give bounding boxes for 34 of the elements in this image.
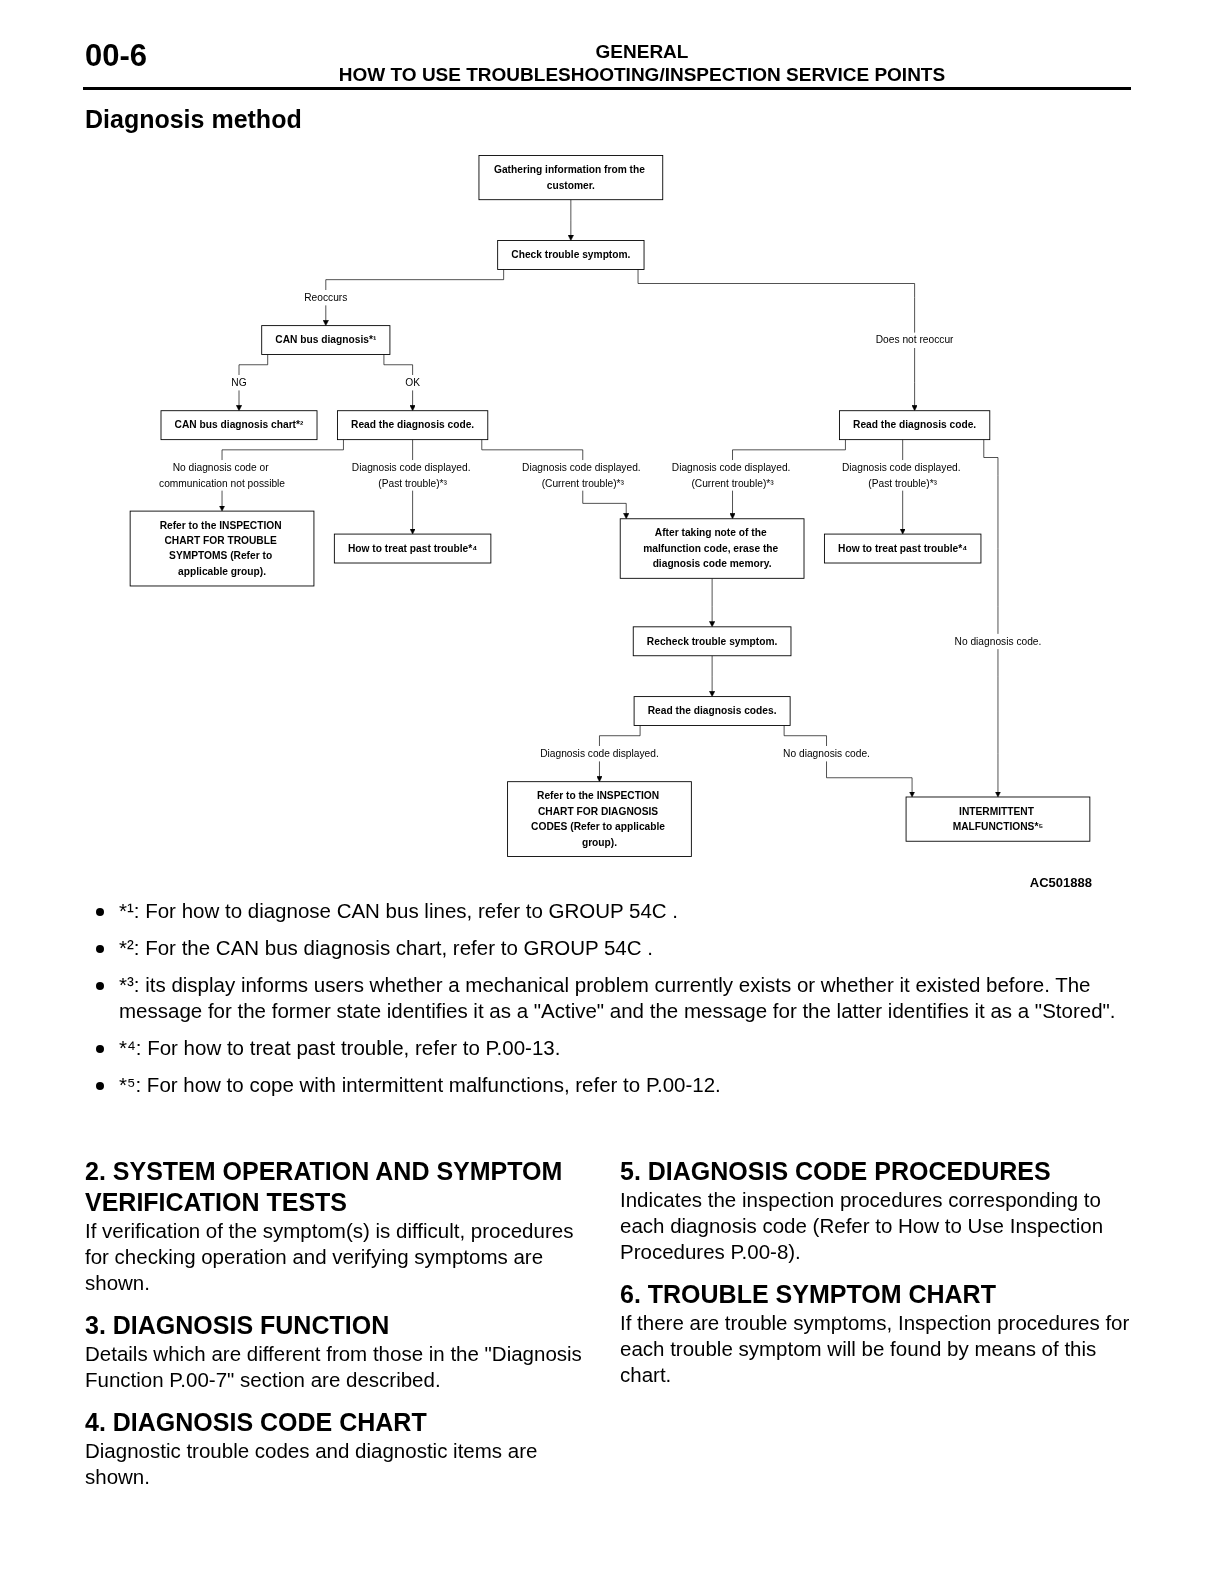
- diagram-title: Diagnosis method: [85, 105, 302, 134]
- section-heading: 4. DIAGNOSIS CODE CHART: [85, 1407, 428, 1438]
- section-heading: 5. DIAGNOSIS CODE PROCEDURES: [620, 1156, 1052, 1187]
- page-number: 00-6: [85, 38, 148, 74]
- process-box: Read the diagnosis codes.: [633, 696, 791, 726]
- process-box: Read the diagnosis code.: [337, 410, 489, 441]
- process-box: CAN bus diagnosis*¹: [261, 325, 391, 355]
- process-box: Refer to the INSPECTION CHART FOR DIAGNOSIS CODES (Refer to applicable group).: [507, 781, 692, 857]
- process-box: How to treat past trouble*⁴: [824, 533, 982, 564]
- footnote-text: *⁴: For how to treat past trouble, refer to P.00-13.: [119, 1035, 561, 1061]
- header-title: GENERAL: [595, 40, 689, 63]
- process-box: Recheck trouble symptom.: [632, 626, 792, 657]
- figure-code: AC501888: [1029, 875, 1092, 890]
- process-box: Check trouble symptom.: [497, 240, 645, 270]
- footnote-text: *²: For the CAN bus diagnosis chart, refer to GROUP 54C .: [119, 935, 653, 961]
- section-text: Diagnostic trouble codes and diagnostic items are shown.: [85, 1438, 539, 1490]
- section-heading: 3. DIAGNOSIS FUNCTION: [85, 1310, 391, 1341]
- section-text: If there are trouble symptoms, Inspection procedures for each trouble symptom will be found by means of this chart.: [620, 1310, 1131, 1388]
- process-box: Gathering information from the customer.: [478, 155, 664, 201]
- footnote-text: *³: its display informs users whether a mechanical problem currently exists or whether it existed before. The message for the former state identifies it as a "Active" and the message for the latter identifies it as a "Stored".: [119, 972, 1117, 1024]
- footnote-text: *¹: For how to diagnose CAN bus lines, refer to GROUP 54C .: [119, 898, 679, 924]
- process-box: Refer to the INSPECTION CHART FOR TROUBLE SYMPTOMS (Refer to applicable group).: [129, 510, 315, 587]
- process-box: Read the diagnosis code.: [839, 410, 991, 441]
- section-heading: 6. TROUBLE SYMPTOM CHART: [620, 1279, 997, 1310]
- section-text: If verification of the symptom(s) is difficult, procedures for checking operation and verifying symptoms are shown.: [85, 1218, 575, 1296]
- section-text: Indicates the inspection procedures corresponding to each diagnosis code (Refer to How to Use Inspection Procedures P.00-8).: [620, 1187, 1105, 1265]
- process-box: After taking note of the malfunction code, erase the diagnosis code memory.: [619, 518, 805, 579]
- section-text: Details which are different from those in the "Diagnosis Function P.00-7" section are described.: [85, 1341, 583, 1393]
- header-subtitle: HOW TO USE TROUBLESHOOTING/INSPECTION SERVICE POINTS: [338, 63, 946, 86]
- process-box: CAN bus diagnosis chart*²: [160, 410, 318, 441]
- footnote-text: *⁵: For how to cope with intermittent malfunctions, refer to P.00-12.: [119, 1072, 721, 1098]
- process-box: How to treat past trouble*⁴: [333, 533, 492, 564]
- process-box: INTERMITTENT MALFUNCTIONS*⁵: [905, 796, 1091, 842]
- section-heading: 2. SYSTEM OPERATION AND SYMPTOM VERIFICATION TESTS: [85, 1156, 564, 1218]
